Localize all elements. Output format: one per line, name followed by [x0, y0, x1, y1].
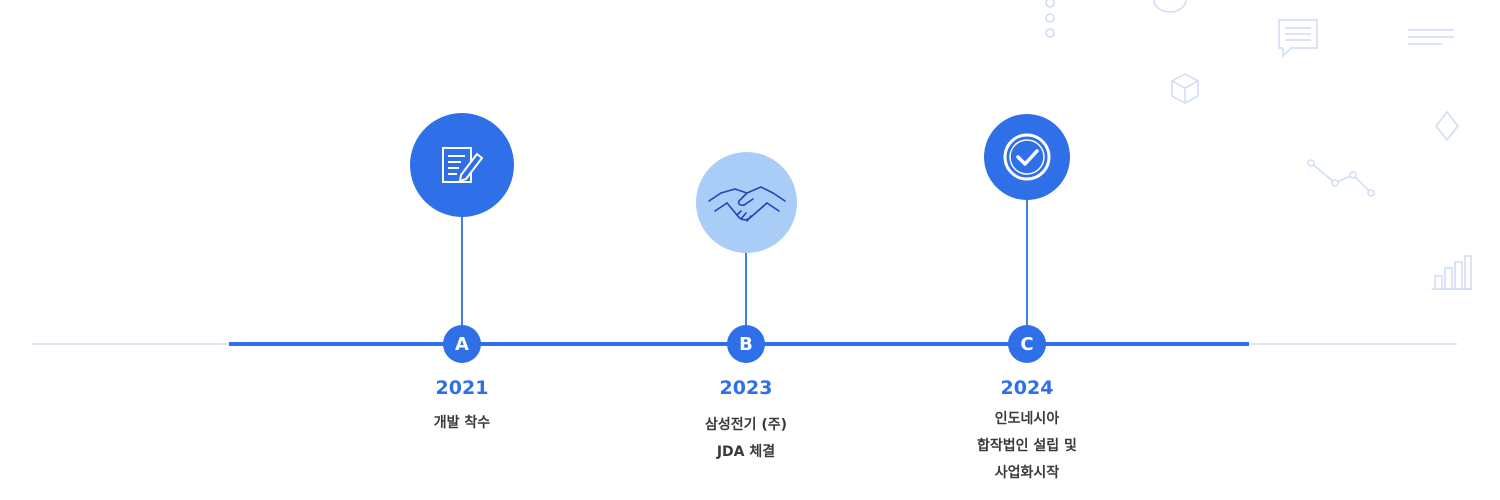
milestone-stem	[745, 250, 747, 345]
milestone-stem	[1026, 195, 1028, 345]
milestone-icon-circle	[984, 114, 1070, 200]
bar-chart-icon	[1432, 255, 1472, 290]
milestone-year: 2024	[1000, 377, 1054, 399]
dots-icon	[1045, 0, 1055, 38]
milestone-year: 2023	[719, 377, 773, 399]
check-circle-icon	[1003, 133, 1051, 181]
milestone-badge: C	[1008, 325, 1046, 363]
chat-bubble-icon	[1278, 19, 1318, 58]
description-line: 인도네시아	[994, 411, 1060, 427]
description-line: 삼성전기 (주)	[704, 417, 788, 433]
handshake-icon	[707, 185, 786, 222]
milestone-badge: A	[443, 325, 481, 363]
lines-icon	[1408, 29, 1454, 45]
milestone-year: 2021	[435, 377, 489, 399]
line-chart-icon	[1307, 159, 1375, 197]
description-line: JDA 체결	[716, 444, 776, 460]
description-line: 합작법인 설립 및	[977, 438, 1077, 454]
milestone-description: 인도네시아 합작법인 설립 및 사업화시작	[907, 406, 1147, 487]
description-line: 사업화시작	[994, 465, 1060, 481]
milestone-icon-circle	[696, 152, 797, 253]
description-line: 개발 착수	[433, 415, 491, 431]
milestone-badge: B	[727, 325, 765, 363]
diamond-icon	[1435, 110, 1459, 142]
milestone-icon-circle	[410, 113, 514, 217]
milestone-description: 삼성전기 (주) JDA 체결	[626, 412, 866, 466]
milestone-stem	[461, 215, 463, 345]
cube-icon	[1171, 73, 1199, 104]
milestone-description: 개발 착수	[342, 410, 582, 437]
circle-outline-icon	[1153, 0, 1187, 13]
document-edit-icon	[442, 147, 484, 183]
